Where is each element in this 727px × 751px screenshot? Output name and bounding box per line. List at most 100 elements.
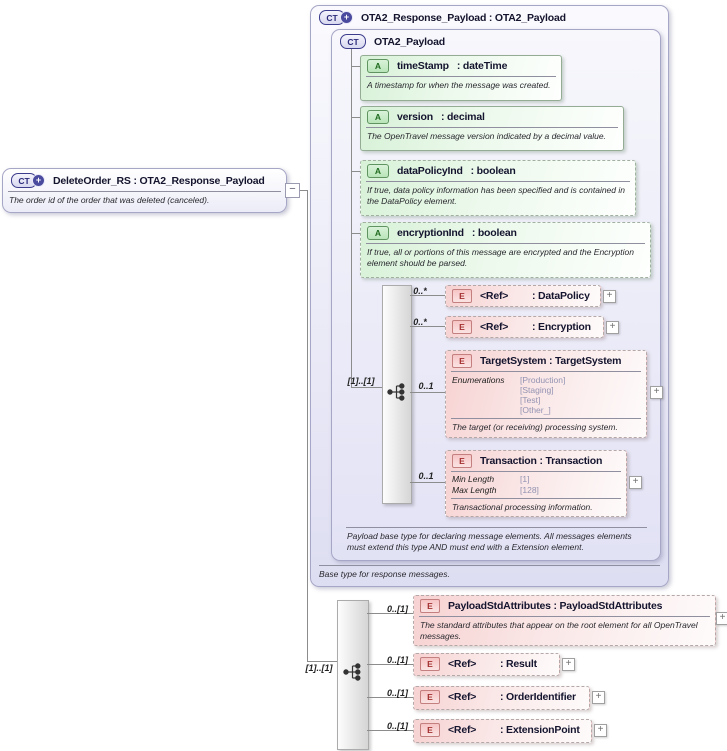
attribute-icon: A — [367, 59, 389, 73]
connector-line — [367, 613, 413, 614]
connector-line — [410, 295, 445, 296]
expand-button-extensionpoint[interactable]: + — [594, 724, 607, 737]
attribute-type: : decimal — [440, 111, 485, 123]
ota2-payload-box[interactable]: CT OTA2_Payload [1]..[1] A timeStamp : d… — [331, 29, 663, 561]
divider — [419, 616, 710, 617]
root-node-title: DeleteOrder_RS : OTA2_Response_Payload — [53, 174, 265, 187]
element-type: : Result — [500, 658, 537, 670]
facet-label: Enumerations — [452, 375, 505, 385]
ota2-response-payload-box[interactable]: CT+ OTA2_Response_Payload : OTA2_Payload… — [310, 5, 669, 587]
connector-line — [410, 482, 445, 483]
attribute-description: A timestamp for when the message was cre… — [367, 80, 551, 90]
cardinality-label: [1]..[1] — [305, 663, 333, 673]
expand-button-payloadstdattributes[interactable]: + — [716, 612, 727, 625]
attribute-type: : boolean — [470, 165, 516, 177]
attribute-version[interactable]: A version : decimal The OpenTravel messa… — [360, 106, 624, 151]
collapse-button[interactable]: − — [285, 183, 300, 198]
connector-line — [307, 661, 337, 662]
ct-icon: CT — [319, 10, 345, 25]
divider — [451, 498, 621, 500]
element-description: Transactional processing information. — [452, 502, 593, 513]
element-name: <Ref> — [480, 321, 509, 333]
element-extensionpoint-ref[interactable]: E <Ref> : ExtensionPoint — [413, 719, 592, 743]
attribute-name: dataPolicyInd — [397, 165, 463, 177]
attribute-name: encryptionInd — [397, 227, 464, 239]
complex-type-plus-icon: CT+ — [11, 173, 45, 188]
attribute-datapolicyind[interactable]: A dataPolicyInd : boolean If true, data … — [360, 160, 636, 216]
expand-button-datapolicy[interactable]: + — [603, 290, 616, 303]
attribute-description: If true, all or portions of this message… — [367, 247, 634, 268]
outer-box-footer: Base type for response messages. — [319, 569, 450, 579]
element-result-ref[interactable]: E <Ref> : Result — [413, 653, 560, 676]
node-header: CT+ DeleteOrder_RS : OTA2_Response_Paylo… — [3, 169, 286, 188]
plus-circle-icon: + — [340, 11, 353, 24]
element-transaction[interactable]: E Transaction : Transaction Min Length [… — [445, 450, 627, 517]
cardinality-label: 0..[1] — [386, 655, 408, 665]
element-type: : ExtensionPoint — [500, 724, 580, 736]
element-orderidentifier-ref[interactable]: E <Ref> : OrderIdentifier — [413, 686, 590, 710]
connector-line — [351, 233, 360, 234]
cardinality-label: 0..[1] — [386, 604, 408, 614]
cardinality-label: 0..* — [413, 317, 427, 327]
element-icon: E — [420, 690, 440, 704]
attribute-type: : dateTime — [456, 60, 508, 72]
element-payloadstdattributes[interactable]: E PayloadStdAttributes : PayloadStdAttri… — [413, 595, 716, 646]
attribute-description: The OpenTravel message version indicated… — [367, 131, 606, 141]
element-icon: E — [452, 454, 472, 468]
expand-button-result[interactable]: + — [562, 658, 575, 671]
connector-line — [367, 664, 413, 665]
divider — [319, 565, 660, 566]
element-type: : DataPolicy — [532, 290, 590, 302]
attribute-description: If true, data policy information has bee… — [367, 185, 625, 206]
element-icon: E — [452, 320, 472, 334]
inner-box-footer: Payload base type for declaring message … — [347, 531, 632, 553]
connector-line — [351, 171, 360, 172]
attribute-name: version — [397, 111, 433, 123]
expand-button-transaction[interactable]: + — [629, 476, 642, 489]
connector-line — [307, 190, 308, 661]
enumerations-facet: Enumerations [Production] [Staging] [Tes… — [446, 372, 646, 415]
attribute-icon: A — [367, 226, 389, 240]
element-description: The standard attributes that appear on t… — [420, 620, 698, 641]
connector-line — [351, 387, 382, 388]
cardinality-label: 0..* — [413, 286, 427, 296]
divider — [451, 471, 621, 472]
facet-label: Max Length — [452, 484, 497, 495]
sequence-icon — [387, 383, 405, 401]
element-type: : OrderIdentifier — [500, 691, 576, 703]
element-icon: E — [420, 723, 440, 737]
divider — [451, 371, 641, 372]
enum-value: [Production] — [520, 375, 566, 385]
attribute-encryptionind[interactable]: A encryptionInd : boolean If true, all o… — [360, 222, 651, 278]
connector-line — [299, 190, 307, 191]
facet-value: [128] — [520, 484, 539, 495]
deleteorder-rs-node[interactable]: CT+ DeleteOrder_RS : OTA2_Response_Paylo… — [2, 168, 287, 213]
connector-line — [351, 66, 360, 67]
connector-line — [367, 730, 413, 731]
facet-label: Min Length — [452, 474, 495, 484]
outer-box-title: OTA2_Response_Payload : OTA2_Payload — [361, 11, 566, 24]
sequence-icon — [343, 663, 361, 681]
cardinality-label: 0..1 — [418, 381, 434, 391]
attribute-icon: A — [367, 164, 389, 178]
attribute-timestamp[interactable]: A timeStamp : dateTime A timestamp for w… — [360, 55, 562, 101]
divider — [346, 527, 647, 528]
connector-line — [410, 326, 445, 327]
element-datapolicy-ref[interactable]: E <Ref> : DataPolicy — [445, 285, 601, 307]
enum-value: [Test] — [520, 395, 541, 406]
cardinality-label: [1]..[1] — [347, 376, 375, 386]
divider — [366, 127, 618, 128]
facet-value: [1] — [520, 474, 530, 484]
expand-button-targetsystem[interactable]: + — [650, 386, 663, 399]
expand-button-orderidentifier[interactable]: + — [592, 691, 605, 704]
element-encryption-ref[interactable]: E <Ref> : Encryption — [445, 316, 604, 338]
divider — [451, 418, 641, 420]
expand-button-encryption[interactable]: + — [606, 321, 619, 334]
divider — [366, 243, 645, 244]
element-targetsystem[interactable]: E TargetSystem : TargetSystem Enumeratio… — [445, 350, 647, 438]
element-icon: E — [452, 289, 472, 303]
element-name: <Ref> — [480, 290, 509, 302]
attribute-icon: A — [367, 110, 389, 124]
element-name: <Ref> — [448, 724, 477, 736]
